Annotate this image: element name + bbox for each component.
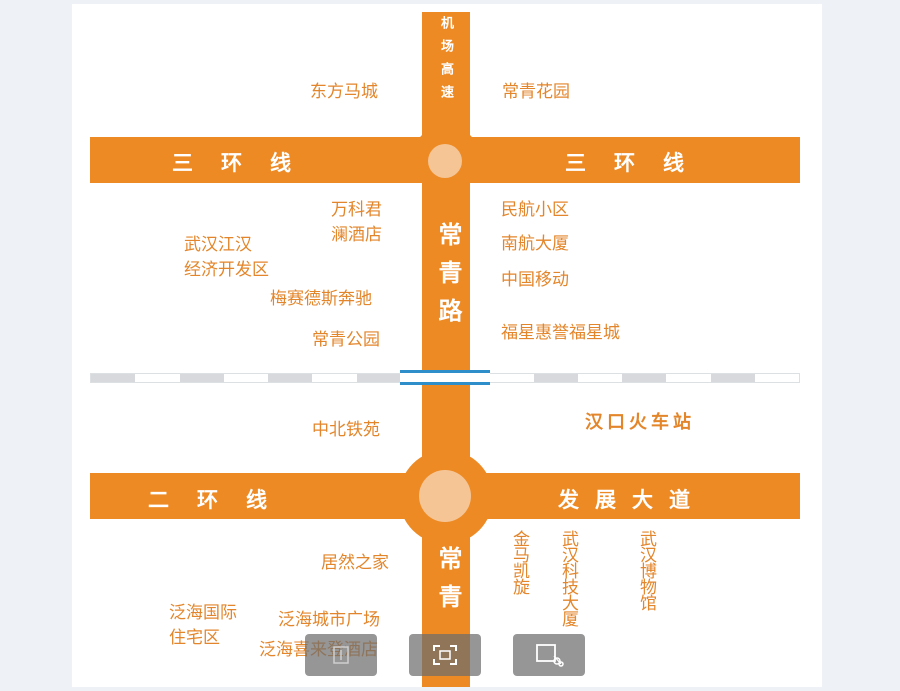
place-fanhai-intl-2: 住宅区 xyxy=(169,628,220,648)
previous-icon xyxy=(333,646,349,664)
road-label-fazhan: 发展大道 xyxy=(558,488,706,512)
crop-icon xyxy=(536,644,564,667)
place-jinma: 金马凯旋 xyxy=(509,530,529,594)
place-jurain: 居然之家 xyxy=(321,553,389,573)
road-label-ring2-left: 二环线 xyxy=(148,488,295,512)
road-label-ring3-left: 三环线 xyxy=(172,151,319,175)
fit-screen-button[interactable] xyxy=(409,634,481,676)
place-wuhan-tech: 武汉科技大厦 xyxy=(558,530,578,626)
place-nanhang: 南航大厦 xyxy=(501,234,569,254)
third-ring-junction xyxy=(428,144,462,178)
place-vanke-2: 澜酒店 xyxy=(331,225,382,245)
place-minhang: 民航小区 xyxy=(501,200,569,220)
fit-screen-icon xyxy=(433,645,457,665)
road-label-changqing-mid: 常青路 xyxy=(434,222,462,336)
place-benz: 梅赛德斯奔驰 xyxy=(270,289,372,309)
place-wuhan-museum: 武汉博物馆 xyxy=(636,530,656,610)
road-label-changqing-bottom: 常青 xyxy=(434,546,462,622)
place-vanke-1: 万科君 xyxy=(331,200,382,220)
crop-button[interactable] xyxy=(513,634,585,676)
previous-button[interactable] xyxy=(305,634,377,676)
place-wuhan-dev-2: 经济开发区 xyxy=(184,260,269,280)
route-map: 三环线 三环线 二环线 发展大道 机场高速 常青路 常青 东方马城 常青花园 万… xyxy=(72,4,822,687)
place-fuxing: 福星惠誉福星城 xyxy=(501,323,620,343)
place-changqing-garden: 常青花园 xyxy=(502,82,570,102)
place-wuhan-dev-1: 武汉江汉 xyxy=(184,235,252,255)
changqing-road xyxy=(422,12,470,687)
place-changqing-park: 常青公园 xyxy=(312,330,380,350)
road-label-airport: 机场高速 xyxy=(438,16,453,108)
place-zhongbei: 中北铁苑 xyxy=(312,420,380,440)
road-label-ring3-right: 三环线 xyxy=(565,151,712,175)
place-fanhai-intl-1: 泛海国际 xyxy=(169,603,237,623)
place-fanhai-plaza: 泛海城市广场 xyxy=(278,610,380,630)
place-china-mobile: 中国移动 xyxy=(501,270,569,290)
place-dongfang: 东方马城 xyxy=(310,82,378,102)
railway-bridge xyxy=(400,370,490,385)
second-ring-junction xyxy=(419,470,471,522)
place-hankou-station: 汉口火车站 xyxy=(585,412,695,433)
